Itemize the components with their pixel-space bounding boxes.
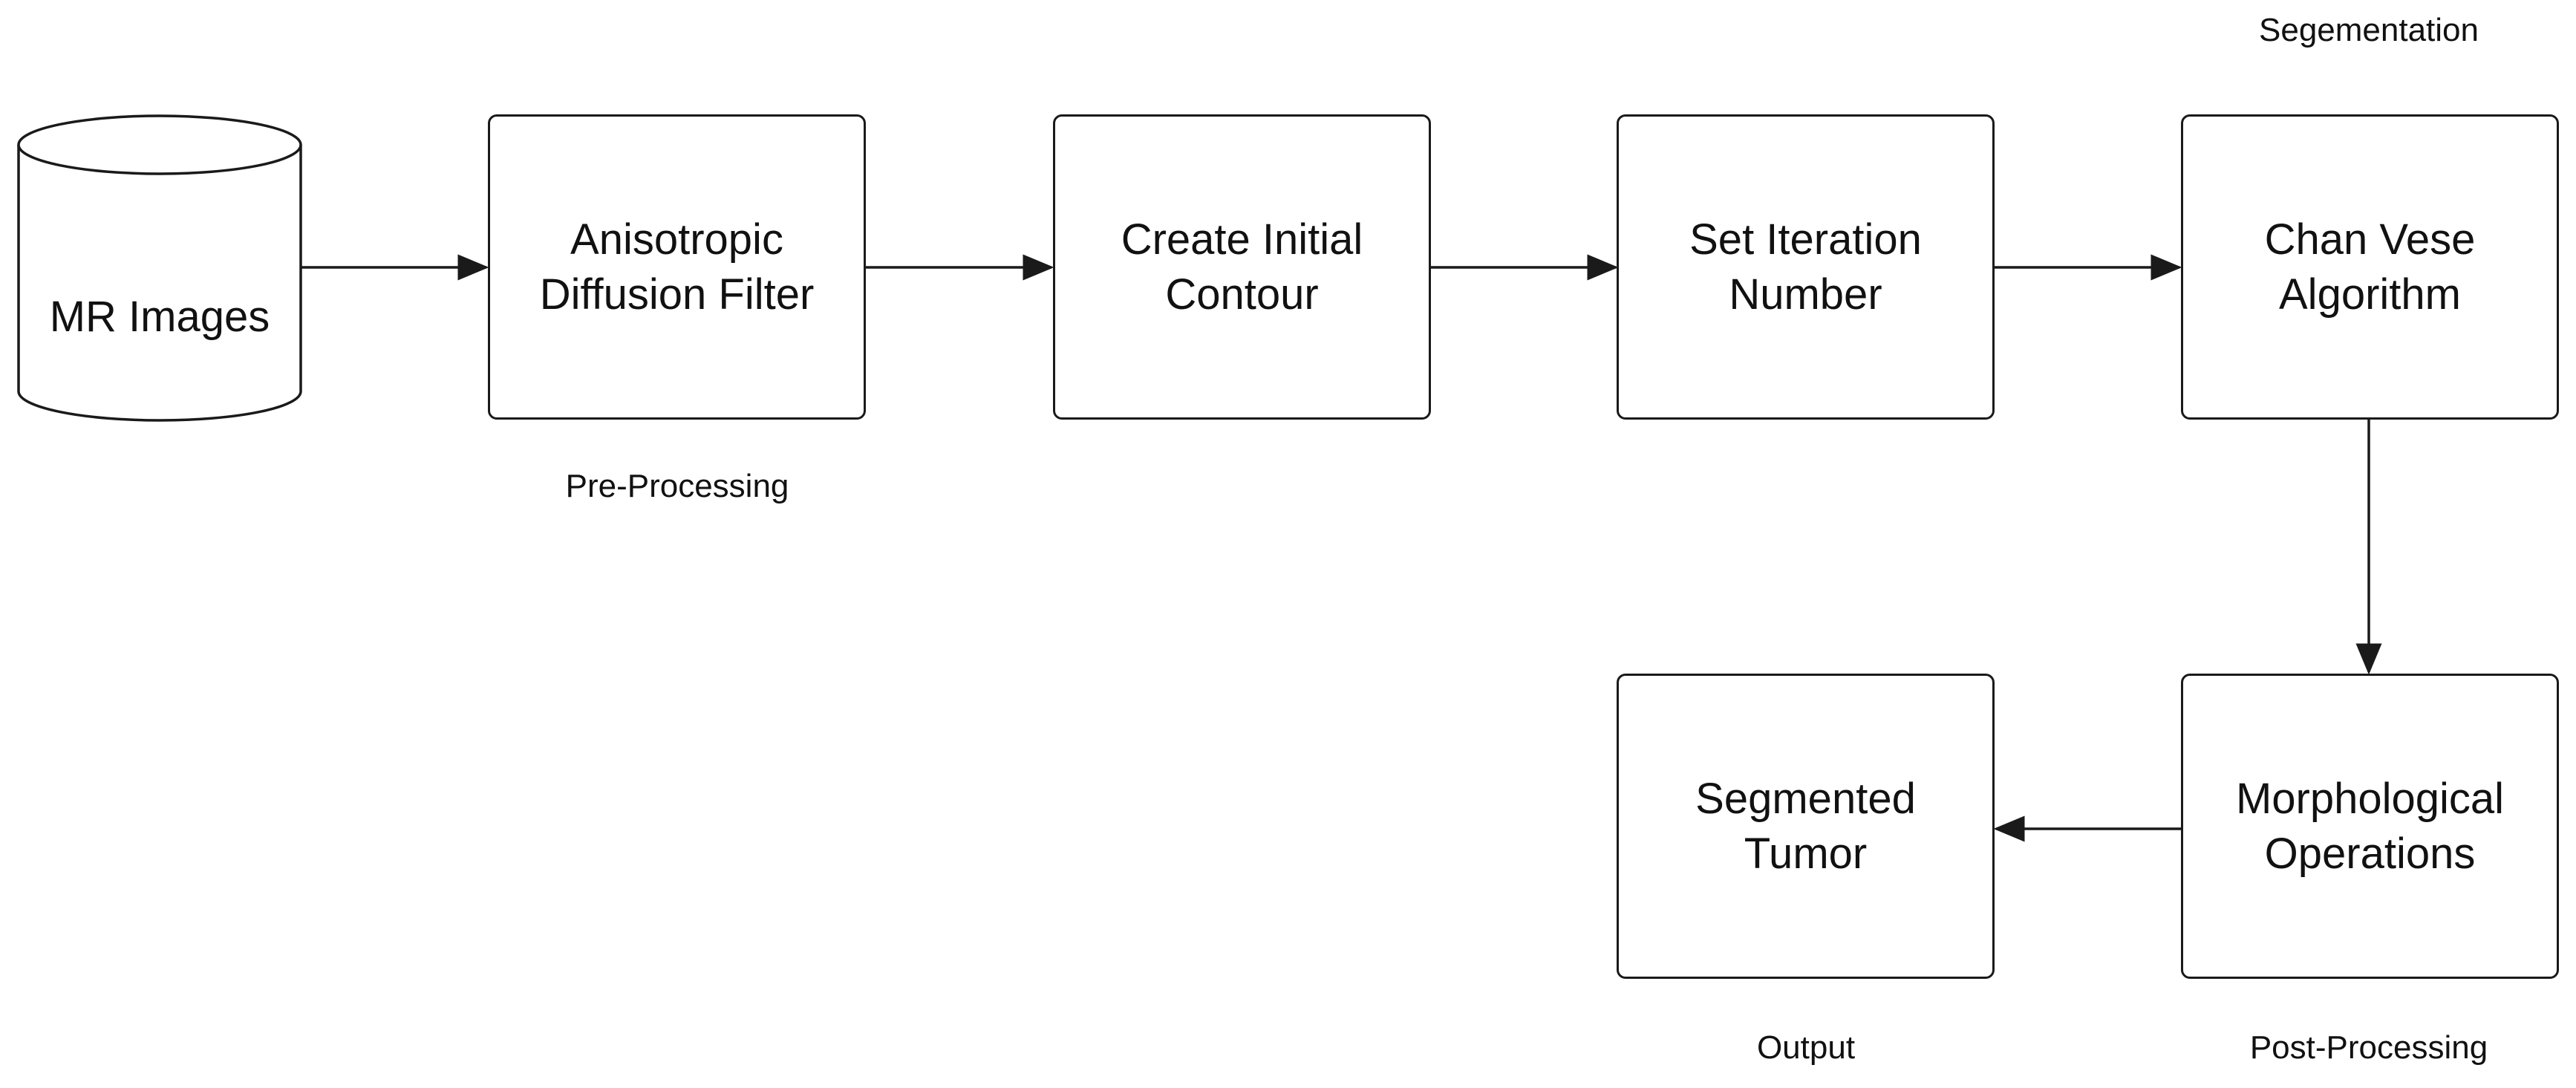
node-morphological-operations: Morphological Operations	[2181, 674, 2559, 979]
node-label-line2: Tumor	[1744, 829, 1868, 878]
node-label-line2: Algorithm	[2279, 270, 2461, 319]
stage-label-segmentation: Segementation	[2259, 12, 2479, 48]
node-label-line1: Chan Vese	[2264, 215, 2476, 264]
node-label-line1: Segmented	[1695, 774, 1916, 823]
node-label-line1: Anisotropic	[570, 215, 783, 264]
database-cylinder-icon	[17, 114, 302, 422]
stage-label-post-processing: Post-Processing	[2249, 1029, 2488, 1066]
node-segmented-tumor: Segmented Tumor	[1617, 674, 1995, 979]
node-label-line1: Create Initial	[1121, 215, 1363, 264]
node-label-line2: Diffusion Filter	[539, 270, 815, 319]
node-anisotropic-diffusion-filter: Anisotropic Diffusion Filter	[488, 114, 866, 420]
node-label-line2: Operations	[2264, 829, 2476, 878]
node-mr-images: MR Images	[49, 293, 270, 341]
node-label-line1: Morphological	[2235, 774, 2505, 823]
node-label-line1: Set Iteration	[1689, 215, 1922, 264]
node-chan-vese-algorithm: Chan Vese Algorithm	[2181, 114, 2559, 420]
stage-label-pre-processing: Pre-Processing	[565, 468, 789, 504]
node-label-line2: Number	[1729, 270, 1882, 319]
node-label-line2: Contour	[1165, 270, 1319, 319]
node-create-initial-contour: Create Initial Contour	[1053, 114, 1431, 420]
node-set-iteration-number: Set Iteration Number	[1617, 114, 1995, 420]
stage-label-output: Output	[1756, 1029, 1856, 1066]
